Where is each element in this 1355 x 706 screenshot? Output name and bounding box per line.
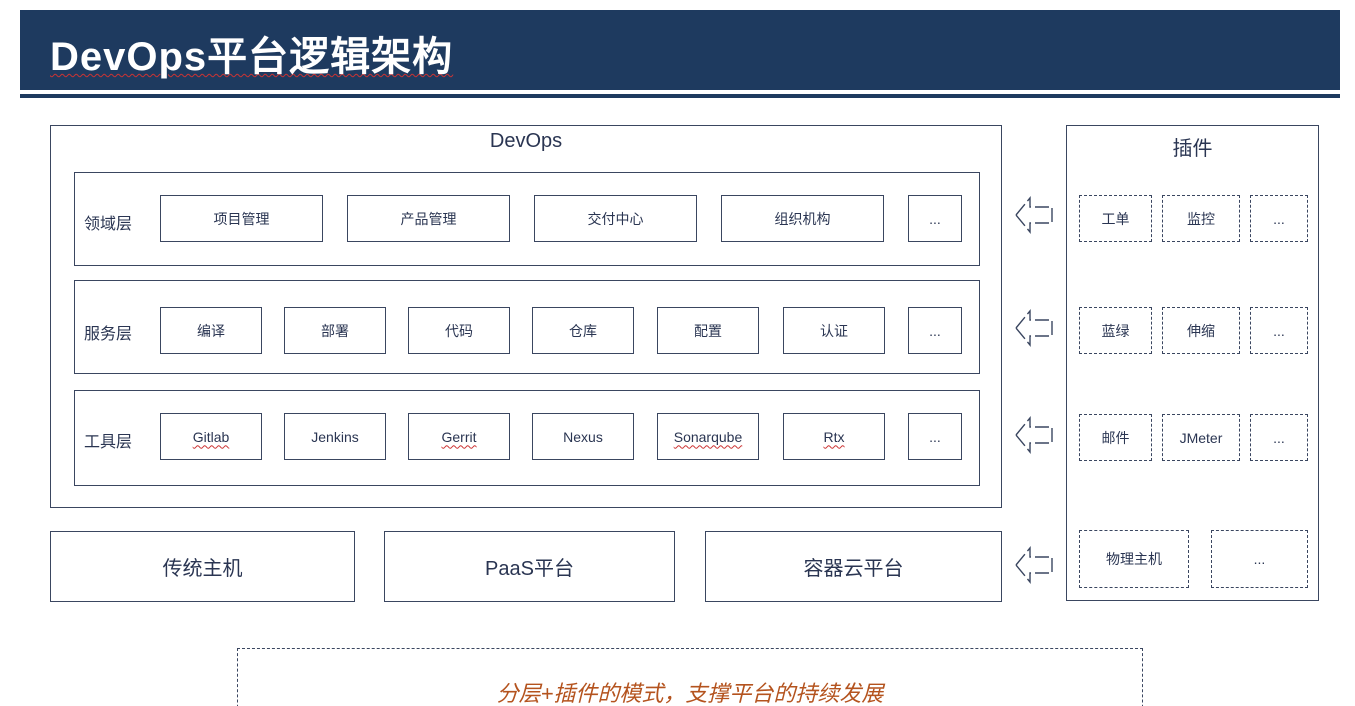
tool-item-gerrit-text: Gerrit	[441, 428, 477, 445]
title-banner: DevOps平台逻辑架构	[20, 10, 1340, 90]
service-item-more: ...	[908, 307, 962, 354]
domain-item-project: 项目管理	[160, 195, 323, 242]
left-arrow-icon	[1015, 416, 1053, 454]
left-arrow-icon	[1015, 196, 1053, 234]
left-arrow-icon	[1015, 546, 1053, 584]
plugin-physical-host: 物理主机	[1079, 530, 1189, 588]
page-title-text: DevOps平台逻辑架构	[50, 35, 454, 79]
left-arrow-icon	[1015, 309, 1053, 347]
tool-item-sonarqube-text: Sonarqube	[673, 428, 743, 445]
plugin-more-3: ...	[1250, 414, 1308, 461]
platform-traditional-host: 传统主机	[50, 531, 355, 602]
plugin-title: 插件	[1172, 138, 1213, 160]
tool-item-rtx-text: Rtx	[823, 428, 845, 445]
tool-item-gerrit: Gerrit	[408, 413, 510, 460]
domain-item-delivery: 交付中心	[534, 195, 697, 242]
service-item-deploy: 部署	[284, 307, 386, 354]
platform-paas: PaaS平台	[384, 531, 675, 602]
footer-caption: 分层+插件的模式，支撑平台的持续发展	[496, 681, 884, 706]
service-item-auth: 认证	[783, 307, 885, 354]
plugin-blue-green: 蓝绿	[1079, 307, 1152, 354]
service-item-code: 代码	[408, 307, 510, 354]
domain-item-org: 组织机构	[721, 195, 884, 242]
tool-layer-label: 工具层	[84, 434, 133, 451]
tool-item-rtx: Rtx	[783, 413, 885, 460]
tool-item-gitlab: Gitlab	[160, 413, 262, 460]
domain-item-product: 产品管理	[347, 195, 510, 242]
service-layer-label: 服务层	[84, 326, 133, 343]
domain-item-more: ...	[908, 195, 962, 242]
devops-title: DevOps	[489, 130, 563, 152]
tool-item-sonarqube: Sonarqube	[657, 413, 759, 460]
plugin-jmeter: JMeter	[1162, 414, 1240, 461]
footer-frame	[237, 648, 1143, 706]
title-divider	[20, 94, 1340, 98]
plugin-mail: 邮件	[1079, 414, 1152, 461]
plugin-more-4: ...	[1211, 530, 1308, 588]
service-item-build: 编译	[160, 307, 262, 354]
plugin-scaling: 伸缩	[1162, 307, 1240, 354]
tool-item-jenkins: Jenkins	[284, 413, 386, 460]
plugin-ticket: 工单	[1079, 195, 1152, 242]
plugin-monitor: 监控	[1162, 195, 1240, 242]
plugin-more-2: ...	[1250, 307, 1308, 354]
tool-item-more: ...	[908, 413, 962, 460]
domain-layer-label: 领域层	[84, 216, 133, 233]
tool-item-nexus: Nexus	[532, 413, 634, 460]
tool-item-gitlab-text: Gitlab	[192, 428, 230, 445]
service-item-repo: 仓库	[532, 307, 634, 354]
plugin-more-1: ...	[1250, 195, 1308, 242]
platform-container-cloud: 容器云平台	[705, 531, 1002, 602]
service-item-config: 配置	[657, 307, 759, 354]
page-title: DevOps平台逻辑架构	[50, 24, 453, 82]
